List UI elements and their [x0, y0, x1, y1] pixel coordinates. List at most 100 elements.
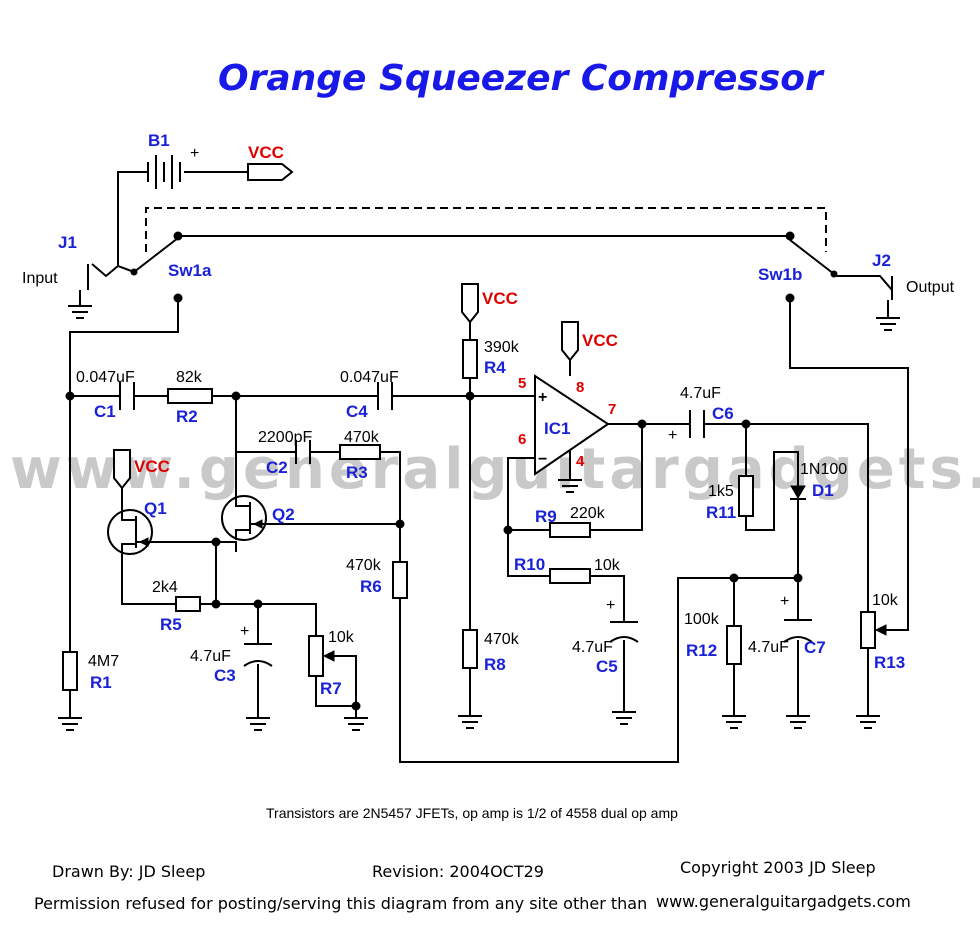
vcc-flag-r4: VCC [461, 283, 518, 324]
svg-text:B1: B1 [148, 131, 170, 150]
svg-text:R9: R9 [535, 507, 557, 526]
resistor-r12: 100k R12 [684, 611, 742, 665]
svg-text:4: 4 [576, 453, 585, 470]
svg-text:R5: R5 [160, 615, 182, 634]
svg-text:R6: R6 [360, 577, 382, 596]
wires [69, 171, 909, 763]
svg-text:VCC: VCC [248, 143, 284, 162]
diode-d1: 1N100 D1 [790, 461, 847, 500]
capacitor-c4: 0.047uF C4 [340, 369, 399, 421]
svg-text:VCC: VCC [582, 331, 618, 350]
svg-text:1N100: 1N100 [800, 461, 847, 478]
svg-text:+: + [240, 623, 249, 640]
svg-text:R7: R7 [320, 679, 342, 698]
capacitor-c5: + 4.7uF C5 [572, 597, 639, 676]
resistor-r2: 82k R2 [167, 369, 213, 426]
svg-text:+: + [606, 597, 615, 614]
watermark: www.generalguitargadgets.com [10, 437, 980, 502]
resistor-r9: 220k R9 [535, 505, 606, 538]
svg-text:C3: C3 [214, 666, 236, 685]
svg-text:7: 7 [608, 401, 616, 418]
revision: Revision: 2004OCT29 [372, 862, 544, 881]
svg-text:1k5: 1k5 [708, 483, 734, 500]
svg-text:10k: 10k [328, 629, 355, 646]
junction-dots [65, 231, 838, 711]
drawn-by: Drawn By: JD Sleep [52, 862, 205, 881]
svg-text:220k: 220k [570, 505, 606, 522]
svg-text:C4: C4 [346, 402, 368, 421]
battery-b1: B1 + [147, 131, 199, 189]
svg-text:470k: 470k [344, 429, 380, 446]
svg-text:R4: R4 [484, 358, 506, 377]
svg-text:2200pF: 2200pF [258, 429, 312, 446]
svg-text:R8: R8 [484, 655, 506, 674]
copyright: Copyright 2003 JD Sleep [680, 858, 876, 877]
jfet-q1: Q1 [107, 499, 167, 555]
site-url: www.generalguitargadgets.com [656, 892, 911, 911]
svg-text:Input: Input [22, 270, 58, 287]
resistor-r10: 10k R10 [514, 555, 621, 584]
svg-text:+: + [538, 389, 547, 406]
svg-text:R11: R11 [706, 503, 736, 522]
svg-text:C2: C2 [266, 458, 288, 477]
resistor-r1: 4M7 R1 [62, 651, 119, 692]
switch-sw1b-label: Sw1b [758, 265, 802, 284]
svg-text:R12: R12 [686, 641, 717, 660]
capacitor-c6: 4.7uF C6 + [668, 385, 734, 444]
resistor-r4: 390k R4 [462, 339, 520, 379]
vcc-flag-ic1: VCC [561, 321, 618, 362]
svg-text:470k: 470k [346, 557, 382, 574]
svg-text:82k: 82k [176, 369, 203, 386]
svg-text:D1: D1 [812, 481, 834, 500]
svg-text:470k: 470k [484, 631, 520, 648]
svg-text:10k: 10k [594, 557, 621, 574]
jack-j1: J1 Input [22, 233, 135, 300]
opamp-ic1: IC1 + − 5 6 8 4 7 [518, 374, 616, 476]
resistor-r11: 1k5 R11 [706, 475, 754, 522]
svg-text:C1: C1 [94, 402, 116, 421]
svg-text:+: + [780, 593, 789, 610]
output-label: Output [906, 279, 955, 296]
resistor-r8: 470k R8 [462, 629, 520, 674]
svg-text:4.7uF: 4.7uF [190, 648, 231, 665]
svg-text:5: 5 [518, 375, 526, 392]
svg-text:R13: R13 [874, 653, 905, 672]
svg-text:4.7uF: 4.7uF [680, 385, 721, 402]
svg-text:100k: 100k [684, 611, 720, 628]
svg-text:0.047uF: 0.047uF [76, 369, 135, 386]
svg-text:R10: R10 [514, 555, 545, 574]
svg-text:+: + [668, 427, 677, 444]
capacitor-c7: + 4.7uF C7 [748, 593, 826, 657]
capacitor-c1: 0.047uF C1 [76, 369, 135, 421]
svg-text:R2: R2 [176, 407, 198, 426]
svg-text:10k: 10k [872, 592, 899, 609]
capacitor-c3: + 4.7uF C3 [190, 623, 273, 685]
capacitor-c2: 2200pF C2 [258, 429, 312, 477]
svg-text:390k: 390k [484, 339, 520, 356]
svg-text:Q1: Q1 [144, 499, 167, 518]
jfet-q2: Q2 [221, 495, 295, 541]
svg-text:VCC: VCC [482, 289, 518, 308]
resistor-r6: 470k R6 [346, 557, 408, 599]
svg-text:0.047uF: 0.047uF [340, 369, 399, 386]
switch-sw1a-label: Sw1a [168, 261, 212, 280]
permission-notice: Permission refused for posting/serving t… [34, 894, 647, 913]
svg-text:VCC: VCC [134, 457, 170, 476]
svg-text:8: 8 [576, 379, 584, 396]
resistor-r5: 2k4 R5 [152, 579, 201, 634]
component-note: Transistors are 2N5457 JFETs, op amp is … [266, 805, 678, 821]
svg-text:4.7uF: 4.7uF [572, 639, 613, 656]
svg-text:4.7uF: 4.7uF [748, 639, 789, 656]
svg-text:R1: R1 [90, 673, 112, 692]
jack-j2-label: J2 [872, 251, 891, 270]
page-title: Orange Squeezer Compressor [218, 58, 825, 99]
svg-text:C5: C5 [596, 657, 618, 676]
svg-text:R3: R3 [346, 463, 368, 482]
svg-text:−: − [538, 451, 547, 468]
vcc-flag-q1: VCC [113, 449, 170, 490]
svg-text:C6: C6 [712, 404, 734, 423]
potentiometer-r13: 10k R13 [860, 592, 905, 672]
resistor-r3: 470k R3 [339, 429, 381, 482]
